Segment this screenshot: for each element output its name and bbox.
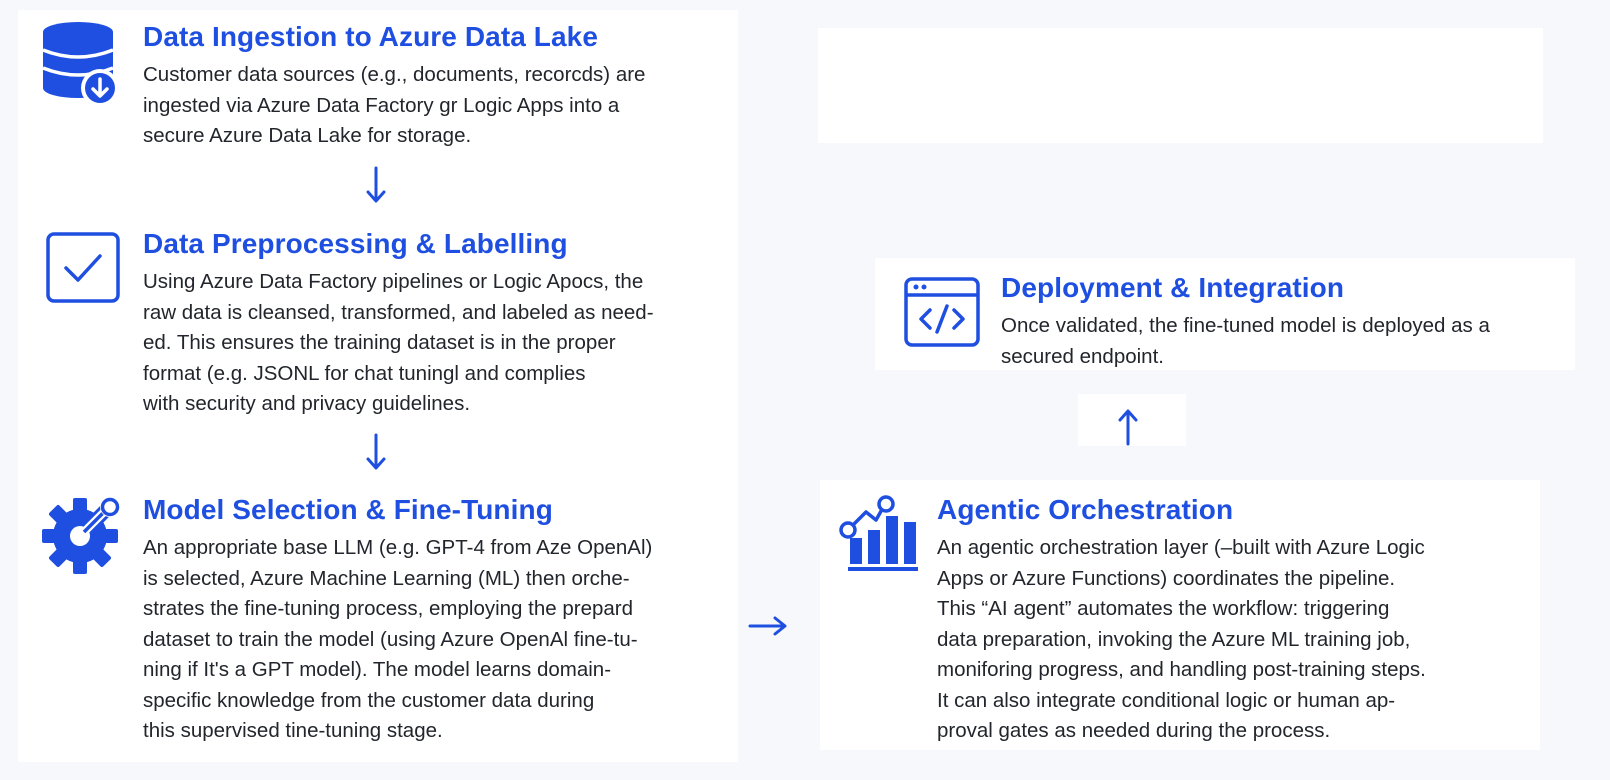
step-title: Data Ingestion to Azure Data Lake	[143, 21, 599, 52]
step-description: Customer data sources (e.g., documents, …	[143, 63, 646, 147]
step-description: An appropriate base LLM (e.g. GPT-4 from…	[143, 536, 653, 742]
left-column-panel	[18, 10, 738, 762]
orchestration-panel	[820, 480, 1540, 750]
arrow-down-icon	[364, 166, 388, 204]
step-description: Once validated, the fine-tuned model is …	[1001, 314, 1490, 368]
database-download-icon	[40, 20, 122, 110]
step-title: Deployment & Integration	[1001, 272, 1345, 303]
arrow-up-icon	[1116, 408, 1140, 446]
arrow-down-icon	[364, 433, 388, 471]
code-window-icon	[904, 276, 982, 348]
deployment-panel	[875, 258, 1575, 370]
step-description: An agentic orchestration layer (–built w…	[937, 536, 1426, 742]
step-title: Model Selection & Fine-Tuning	[143, 494, 553, 525]
step-title: Data Preprocessing & Labelling	[143, 228, 568, 259]
step-data-ingestion: Data Ingestion to Azure Data Lake Custom…	[143, 20, 733, 152]
step-title: Agentic Orchestration	[937, 494, 1234, 525]
step-data-preprocessing: Data Preprocessing & Labelling Using Azu…	[143, 227, 733, 420]
step-deployment-integration: Deployment & Integration Once validated,…	[1001, 271, 1601, 372]
gear-icon	[42, 494, 126, 574]
step-model-selection: Model Selection & Fine-Tuning An appropr…	[143, 493, 733, 747]
arrow-up-panel	[1078, 394, 1186, 446]
analytics-chart-icon	[836, 494, 924, 576]
step-agentic-orchestration: Agentic Orchestration An agentic orchest…	[937, 493, 1577, 747]
arrow-right-icon	[746, 612, 790, 640]
top-right-panel	[818, 28, 1543, 143]
step-description: Using Azure Data Factory pipelines or Lo…	[143, 270, 654, 415]
checkbox-icon	[46, 232, 122, 304]
